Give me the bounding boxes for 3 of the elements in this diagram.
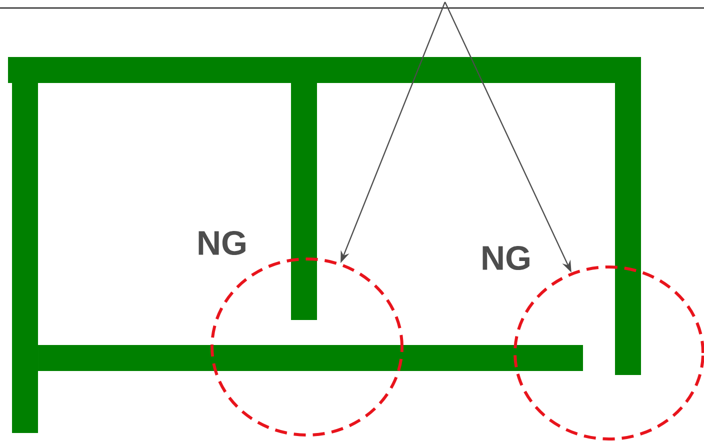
dashed-circle bbox=[210, 258, 404, 436]
ng-label: NG bbox=[198, 230, 246, 256]
ng-label: NG bbox=[482, 246, 530, 270]
